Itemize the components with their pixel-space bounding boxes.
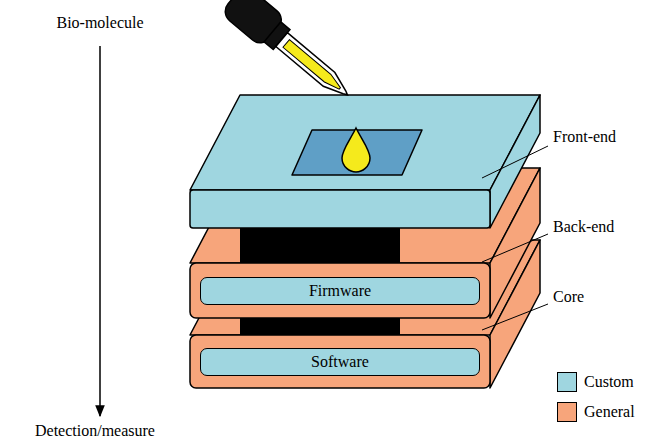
- legend-swatch: [557, 372, 577, 392]
- layer-name: Front-end: [553, 128, 616, 146]
- inner-module-box: Software: [200, 348, 480, 376]
- pipette: [220, 0, 359, 109]
- legend-swatch: [557, 402, 577, 422]
- connector-band: [240, 225, 400, 263]
- inner-module-box: Firmware: [200, 277, 480, 305]
- leader-line: [482, 234, 548, 262]
- module-name: Software: [311, 353, 369, 371]
- flow-arrow: [99, 46, 101, 416]
- front-end-slab: [190, 95, 540, 228]
- sample-droplet: [342, 128, 370, 172]
- flow-start-label: Bio-molecule: [56, 14, 143, 32]
- leader-line: [482, 146, 548, 178]
- back-end-slab: [190, 168, 540, 318]
- leader-line: [482, 304, 548, 330]
- legend-text: General: [584, 403, 635, 421]
- module-name: Firmware: [309, 282, 371, 300]
- layer-name: Core: [553, 288, 584, 306]
- legend-text: Custom: [584, 373, 634, 391]
- flow-end-label: Detection/measure: [35, 422, 155, 440]
- layer-name: Back-end: [553, 218, 614, 236]
